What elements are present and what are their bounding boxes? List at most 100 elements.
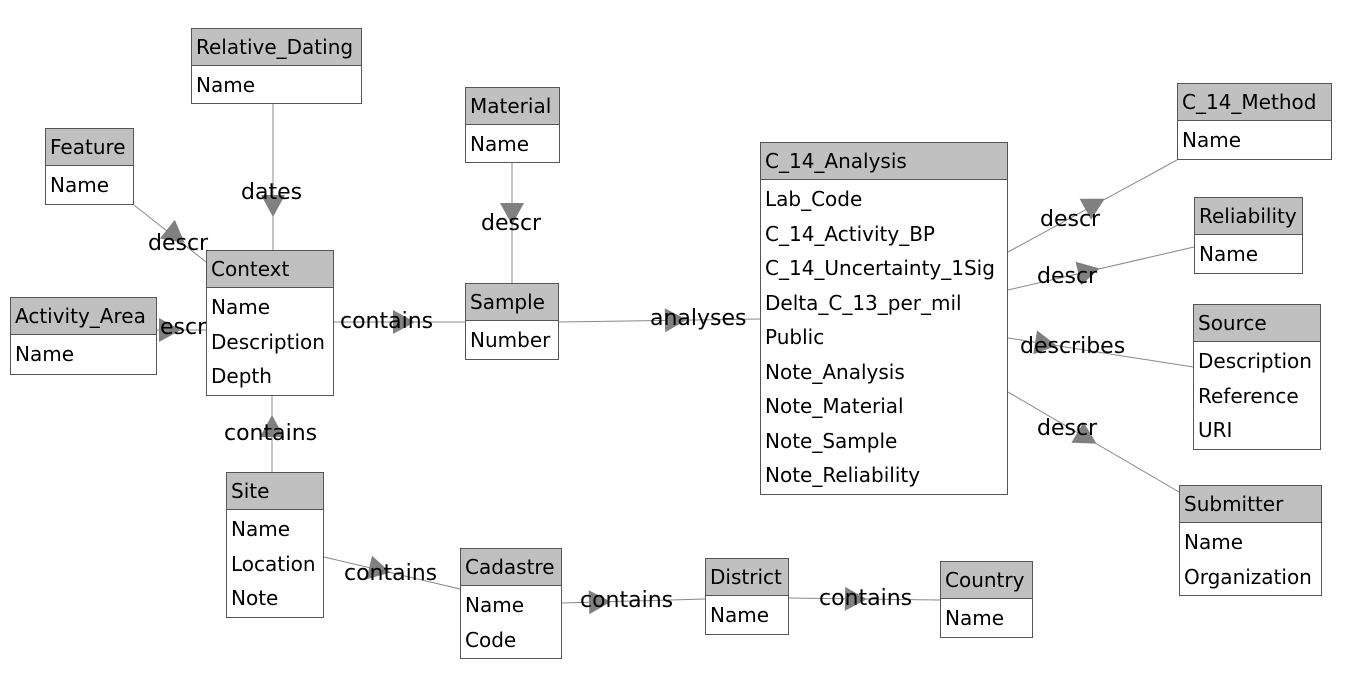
attribute-list: Name Location Note: [227, 510, 323, 620]
attribute: Note: [231, 586, 279, 610]
relationship-label-activity-escr: escr: [160, 315, 207, 340]
relationship-label-district-cadastre: contains: [580, 588, 674, 613]
entity-title: Feature: [46, 129, 133, 166]
attribute: Lab_Code: [765, 187, 863, 211]
edge-cadastre-site: [323, 556, 461, 590]
attribute-list: Name: [466, 125, 559, 166]
relationship-label-submitter-descr: descr: [1037, 416, 1098, 441]
entity-title: Relative_Dating: [192, 29, 361, 66]
entity-c14-method[interactable]: C_14_Method Name: [1177, 83, 1332, 160]
relationship-label-cadastre-site: contains: [344, 561, 438, 586]
entity-title: Site: [227, 473, 323, 510]
entity-relative-dating[interactable]: Relative_Dating Name: [191, 28, 362, 104]
relationship-label-analyses: analyses: [650, 306, 747, 331]
arrow-country-district: [844, 586, 867, 611]
relationship-label-method-descr: descr: [1040, 207, 1101, 232]
entity-sample[interactable]: Sample Number: [465, 283, 559, 360]
attribute: Description: [211, 329, 325, 354]
attribute: Name: [465, 593, 525, 617]
attribute-list: Name: [1178, 121, 1331, 162]
arrow-submitter-analysis: [1071, 422, 1097, 444]
arrow-method-analysis: [1079, 198, 1105, 220]
attribute: Note_Analysis: [765, 359, 905, 384]
entity-c14-analysis[interactable]: C_14_Analysis Lab_Code C_14_Activity_BP …: [760, 142, 1008, 495]
relationship-label-country-district: contains: [819, 586, 913, 611]
arrow-reliability-analysis: [1075, 261, 1100, 286]
attribute: Name: [470, 132, 530, 156]
relationship-label-describes: describes: [1020, 334, 1126, 359]
arrow-site-context: [260, 415, 284, 437]
entity-context[interactable]: Context Name Description Depth: [206, 250, 334, 396]
attribute: Name: [1199, 242, 1259, 266]
entity-title: Country: [941, 562, 1032, 599]
entity-cadastre[interactable]: Cadastre Name Code: [460, 548, 562, 659]
attribute: Name: [945, 606, 1005, 630]
arrow-feature-context: [159, 219, 185, 243]
edge-reliability-analysis: [1007, 246, 1195, 291]
arrow-activity-area-context: [159, 318, 181, 342]
edge-sample-analysis: [558, 318, 761, 323]
entity-material[interactable]: Material Name: [465, 87, 560, 163]
entity-title: C_14_Method: [1178, 84, 1331, 121]
entity-country[interactable]: Country Name: [940, 561, 1033, 638]
entity-title: Sample: [466, 284, 558, 321]
entity-title: Activity_Area: [11, 298, 156, 335]
entity-title: Cadastre: [461, 549, 561, 586]
attribute-list: Name: [11, 335, 156, 376]
arrow-context-sample: [393, 310, 415, 334]
attribute: Name: [710, 603, 770, 627]
attribute: Name: [196, 73, 256, 97]
entity-activity-area[interactable]: Activity_Area Name: [10, 297, 157, 375]
attribute: Name: [15, 342, 75, 366]
attribute: Name: [1184, 530, 1244, 554]
attribute: Public: [765, 325, 825, 349]
entity-feature[interactable]: Feature Name: [45, 128, 134, 205]
attribute-list: Name: [706, 596, 788, 637]
attribute: Note_Sample: [765, 428, 898, 453]
attribute-list: Name: [46, 166, 133, 207]
relationship-label-context-sample: contains: [340, 309, 434, 334]
attribute-list: Name Description Depth: [207, 288, 333, 398]
attribute: Organization: [1184, 564, 1312, 589]
attribute: Name: [211, 295, 271, 319]
entity-title: C_14_Analysis: [761, 143, 1007, 180]
relationship-label-material-descr: descr: [481, 211, 542, 236]
entity-title: Submitter: [1180, 486, 1321, 523]
attribute-list: Name: [941, 599, 1032, 640]
attribute: Note_Reliability: [765, 463, 921, 487]
entity-submitter[interactable]: Submitter Name Organization: [1179, 485, 1322, 596]
relationship-label-feature-descr: descr: [148, 231, 209, 256]
entity-title: Context: [207, 251, 333, 288]
attribute: C_14_Activity_BP: [765, 221, 935, 246]
attribute: Location: [231, 551, 316, 576]
attribute: Reference: [1198, 383, 1299, 408]
entity-title: Reliability: [1195, 198, 1302, 235]
entity-district[interactable]: District Name: [705, 558, 789, 635]
entity-source[interactable]: Source Description Reference URI: [1193, 304, 1321, 450]
attribute-list: Lab_Code C_14_Activity_BP C_14_Uncertain…: [761, 180, 1007, 497]
arrow-sample-analysis: [664, 308, 687, 333]
attribute: Delta_C_13_per_mil: [765, 290, 962, 315]
attribute: Name: [50, 173, 110, 197]
relationship-label-dates: dates: [241, 180, 303, 205]
arrow-cadastre-site: [366, 555, 391, 580]
edge-district-cadastre: [561, 598, 706, 604]
attribute-list: Name: [192, 66, 361, 107]
entity-title: Source: [1194, 305, 1320, 342]
entity-site[interactable]: Site Name Location Note: [226, 472, 324, 618]
attribute: Name: [231, 517, 291, 541]
arrow-relative-dating-context: [261, 195, 285, 217]
attribute: URI: [1198, 418, 1233, 442]
attribute: C_14_Uncertainty_1Sig: [765, 256, 995, 280]
relationship-label-site-context: contains: [224, 421, 318, 446]
attribute-list: Name: [1195, 235, 1302, 276]
entity-reliability[interactable]: Reliability Name: [1194, 197, 1303, 274]
attribute-list: Name Organization: [1180, 523, 1321, 598]
relationship-label-reliability-descr: descr: [1037, 264, 1098, 289]
arrow-material-sample: [500, 203, 524, 225]
attribute: Description: [1198, 349, 1312, 373]
attribute: Depth: [211, 364, 272, 388]
attribute-list: Number: [466, 321, 558, 362]
arrow-district-cadastre: [588, 590, 611, 615]
